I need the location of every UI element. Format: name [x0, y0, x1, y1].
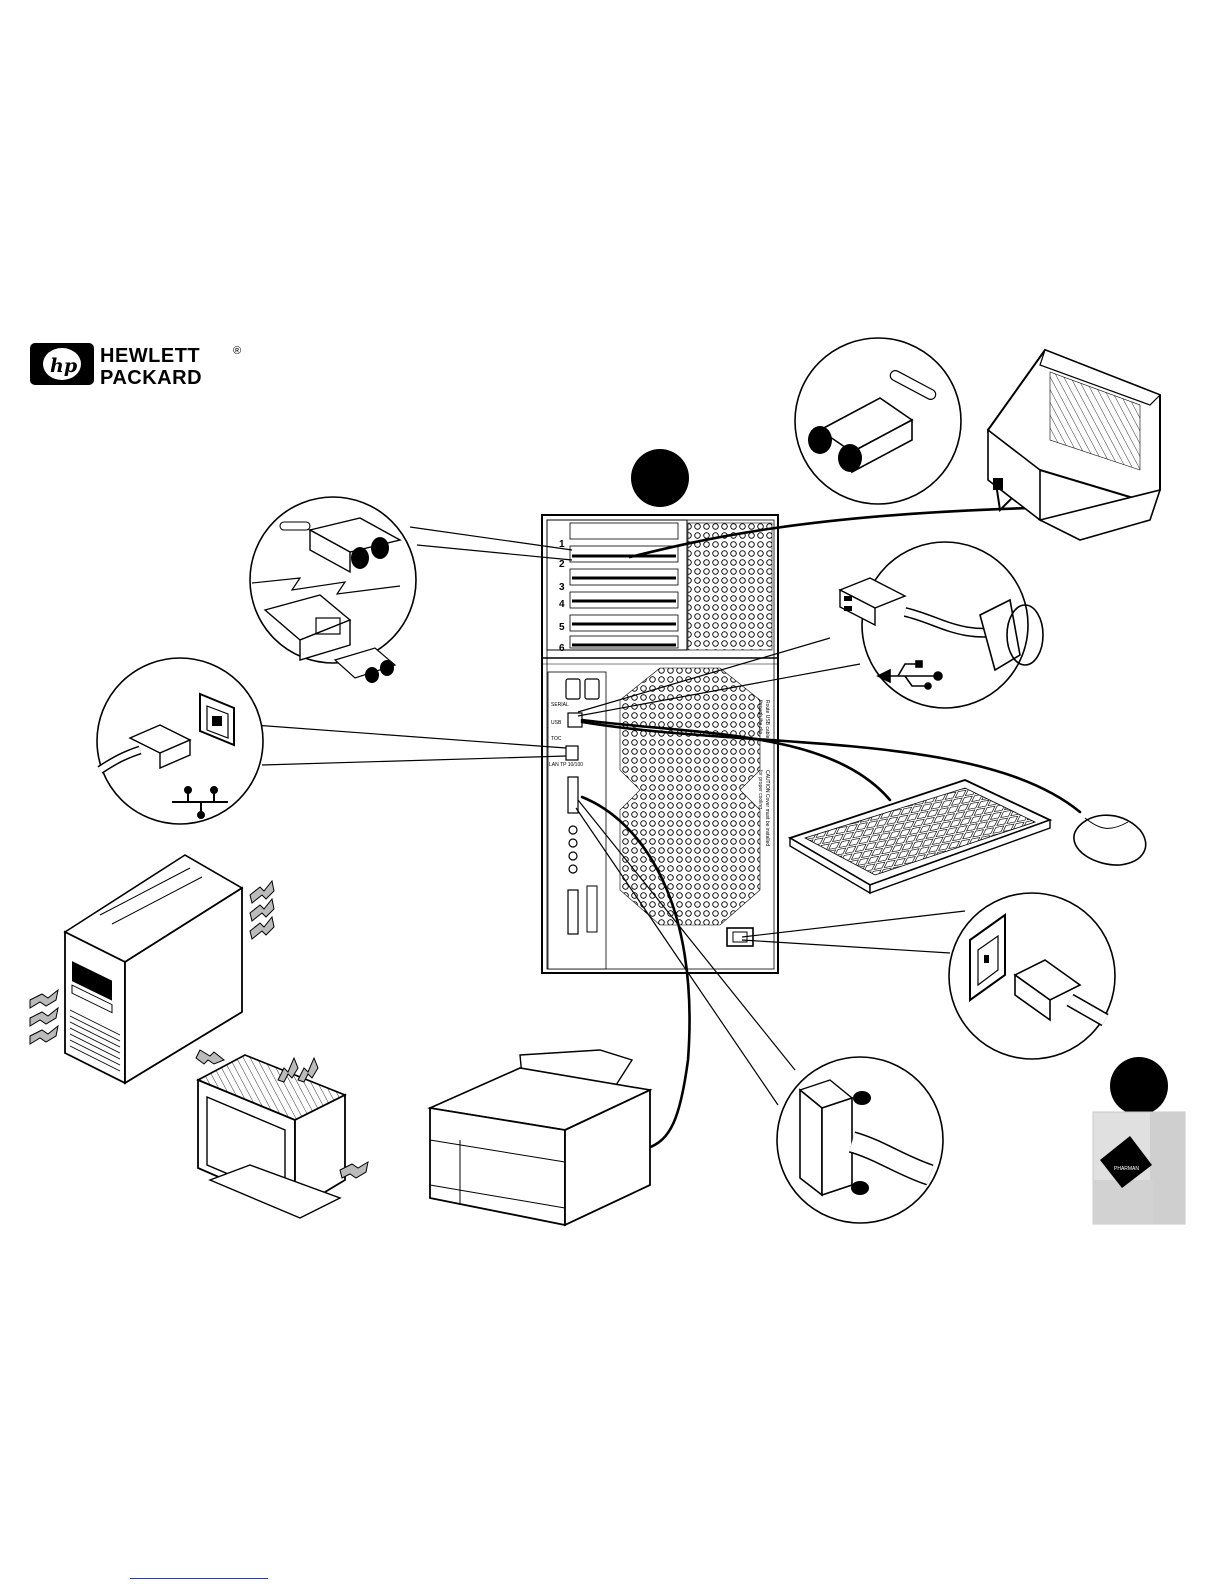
- serial-port-b: [585, 679, 599, 699]
- monitor-rear: [988, 350, 1160, 540]
- port-label-lan: LAN TP 10/100: [549, 762, 583, 768]
- cable-label-line-1: Route USB cable: [764, 700, 770, 739]
- port-label-toc: TOC: [551, 736, 562, 742]
- usb-connector-callout: [840, 542, 1043, 708]
- slot-number-3: 3: [559, 582, 565, 593]
- printer: [430, 1050, 650, 1225]
- scsi-connector-callout: [777, 1057, 943, 1223]
- monitor-airflow: [196, 1050, 368, 1218]
- power-connector-callout: [949, 893, 1115, 1059]
- software-box: PHARMAN: [1093, 1112, 1185, 1224]
- lower-vent: [620, 668, 760, 925]
- monitor-connector-callout: [795, 338, 961, 504]
- step-bullet-1: [631, 449, 689, 507]
- audio-jack-4: [569, 865, 577, 873]
- software-badge-text: PHARMAN: [1114, 1166, 1139, 1172]
- video-adapter-callout: [250, 497, 416, 683]
- slot-number-5: 5: [559, 622, 565, 633]
- slot-number-4: 4: [559, 599, 565, 610]
- registered-mark: ®: [233, 345, 241, 357]
- hp-logo: hp HEWLETT PACKARD ®: [30, 343, 241, 389]
- cable-label-line-2: through the clip: [757, 700, 763, 734]
- footer-link-underline[interactable]: [130, 1578, 268, 1579]
- brand-line-2: PACKARD: [100, 367, 202, 389]
- slot-number-6: 6: [559, 643, 565, 654]
- mouse: [1074, 815, 1146, 865]
- scsi-port-2: [587, 886, 597, 932]
- parallel-port: [568, 777, 578, 813]
- step-bullet-2: [1110, 1057, 1168, 1115]
- lan-port: [566, 746, 578, 760]
- lan-connector-callout: [97, 658, 263, 824]
- brand-line-1: HEWLETT: [100, 345, 200, 367]
- audio-jack-3: [569, 852, 577, 860]
- chassis-rear-panel: 1 2 3 4 5 6 SERIAL USB TOC LAN TP 10/100…: [542, 515, 778, 973]
- port-label-serial: SERIAL: [551, 702, 569, 708]
- audio-jack-2: [569, 839, 577, 847]
- keyboard: [790, 780, 1050, 893]
- tower-airflow: [30, 855, 274, 1083]
- caution-line-1: CAUTION Cover must be installed: [764, 770, 770, 846]
- serial-port-a: [566, 679, 580, 699]
- power-inlet: [727, 928, 753, 946]
- port-label-usb: USB: [551, 720, 562, 726]
- hp-monogram: hp: [50, 355, 78, 377]
- scsi-port: [568, 890, 578, 934]
- audio-jack-1: [569, 826, 577, 834]
- slot-number-2: 2: [559, 559, 565, 570]
- caution-line-2: for proper cooling.: [757, 770, 763, 810]
